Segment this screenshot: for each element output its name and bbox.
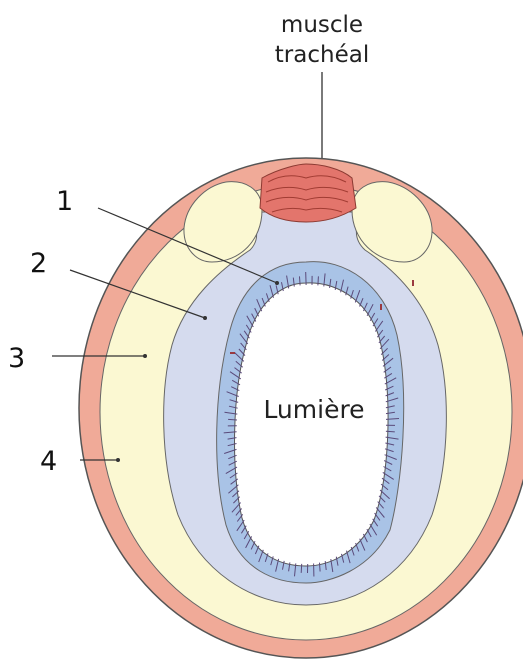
- leader-dot-1: [275, 281, 279, 285]
- label-4: 4: [40, 446, 57, 477]
- leader-dot-3: [143, 354, 147, 358]
- label-3: 3: [8, 343, 25, 374]
- tracheal-muscle: [260, 164, 356, 222]
- cilium: [386, 431, 395, 432]
- lumen-label: Lumière: [263, 395, 364, 424]
- label-2: 2: [30, 248, 47, 279]
- cilium: [318, 276, 319, 285]
- leader-dot-4: [116, 458, 120, 462]
- cilium: [301, 564, 302, 573]
- title-line-tracheal: trachéal: [275, 42, 369, 68]
- leader-dot-2: [203, 316, 207, 320]
- cilium: [320, 563, 321, 572]
- lumen: [235, 283, 389, 566]
- cilium: [228, 419, 237, 420]
- cilium: [300, 276, 301, 285]
- label-1: 1: [56, 186, 73, 217]
- title-line-muscle: muscle: [281, 12, 363, 38]
